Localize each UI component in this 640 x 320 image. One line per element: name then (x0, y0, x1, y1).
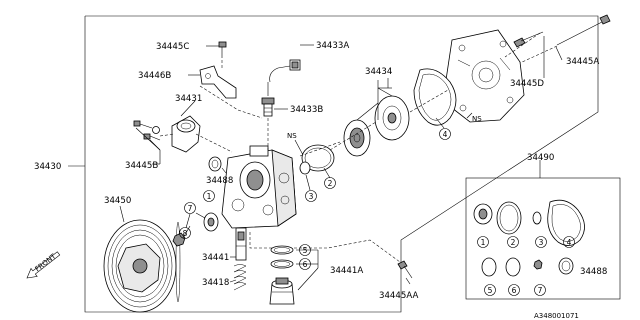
svg-text:6: 6 (512, 286, 517, 295)
o-ring-6-part (270, 259, 294, 269)
callout-4: 4 (439, 128, 451, 140)
kit-seal-34488-part (558, 257, 574, 275)
gasket-4-part (413, 68, 457, 126)
switch-34433B-part (261, 97, 275, 117)
bracket-34446B-part (199, 65, 237, 99)
label-34445D: 34445D (510, 79, 544, 89)
label-34445B: 34445B (125, 161, 158, 171)
callout-6: 6 (299, 258, 311, 270)
pulley-34450-part (103, 219, 181, 313)
label-34488: 34488 (206, 176, 233, 186)
svg-text:1: 1 (207, 192, 212, 201)
pressure-switch-34433A-part (267, 59, 301, 96)
kit-seal-1-part (473, 203, 493, 225)
svg-text:4: 4 (567, 238, 572, 247)
label-34441A: 34441A (330, 266, 363, 276)
label-34433A: 34433A (316, 41, 349, 51)
pump-body-part (221, 145, 297, 229)
callout-8: 8 (179, 227, 191, 239)
svg-text:3: 3 (309, 192, 314, 201)
pump-cover-part (445, 29, 525, 123)
label-34445A: 34445A (566, 57, 599, 67)
callout-7: 7 (184, 202, 196, 214)
callout-3: 3 (305, 190, 317, 202)
kit-oring-5-part (481, 257, 497, 277)
label-34445AA: 34445AA (379, 291, 418, 301)
main-frame (84, 15, 599, 313)
callout-5: 5 (299, 244, 311, 256)
o-ring-5-part (270, 245, 294, 255)
o-ring-2-part (301, 144, 335, 172)
kit-callout-6: 6 (508, 284, 520, 296)
svg-text:1: 1 (481, 238, 486, 247)
label-ns-1: NS (287, 132, 297, 140)
cam-ring-part (374, 95, 410, 141)
label-34450: 34450 (104, 196, 131, 206)
label-34441: 34441 (202, 253, 229, 263)
svg-text:6: 6 (303, 260, 308, 269)
kit-frame (465, 177, 621, 300)
svg-text:7: 7 (538, 286, 543, 295)
diagram-code: A348001071 (534, 312, 579, 320)
svg-text:2: 2 (511, 238, 516, 247)
valve-34441-part (235, 227, 247, 261)
svg-text:7: 7 (188, 204, 193, 213)
bolt-34445A-part (556, 14, 611, 46)
svg-text:2: 2 (328, 179, 333, 188)
svg-text:8: 8 (183, 229, 188, 238)
kit-callout-4: 4 (563, 236, 575, 248)
label-34434: 34434 (365, 67, 392, 77)
label-34433B: 34433B (290, 105, 323, 115)
kit-callout-3: 3 (535, 236, 547, 248)
svg-text:3: 3 (539, 238, 544, 247)
kit-gasket-4-part (547, 199, 585, 246)
label-34430: 34430 (34, 162, 61, 172)
callout-2: 2 (324, 177, 336, 189)
rotor-part (343, 119, 371, 157)
kit-nut-7-part (533, 259, 543, 270)
label-34445C: 34445C (156, 42, 189, 52)
spring-34418-part (233, 264, 247, 291)
bolts-34445B-part (133, 120, 161, 141)
kit-oring-3-part (532, 211, 542, 225)
svg-text:5: 5 (488, 286, 493, 295)
bolt-34445AA-part (397, 260, 413, 279)
callout-1: 1 (203, 190, 215, 202)
plug-34441A-part (269, 277, 295, 305)
kit-callout-5: 5 (484, 284, 496, 296)
fitting-34431-part (171, 115, 201, 153)
label-front: FRONT (34, 252, 58, 273)
o-ring-3-part (299, 161, 311, 175)
label-ns-2: NS (472, 115, 482, 123)
bolt-34445C-part (218, 41, 227, 58)
seal-34488-part (208, 156, 222, 172)
nut-8-part (172, 225, 191, 247)
kit-oring-2-part (496, 201, 522, 235)
label-34431: 34431 (175, 94, 202, 104)
front-arrow-icon: FRONT (26, 251, 61, 279)
label-34488-kit: 34488 (580, 267, 607, 277)
kit-callout-7: 7 (534, 284, 546, 296)
kit-callout-2: 2 (507, 236, 519, 248)
svg-text:4: 4 (443, 130, 448, 139)
label-34446B: 34446B (138, 71, 171, 81)
svg-text:5: 5 (303, 246, 308, 255)
label-34490: 34490 (527, 153, 554, 163)
kit-callout-1: 1 (477, 236, 489, 248)
kit-oring-6-part (505, 257, 521, 277)
label-34418: 34418 (202, 278, 229, 288)
